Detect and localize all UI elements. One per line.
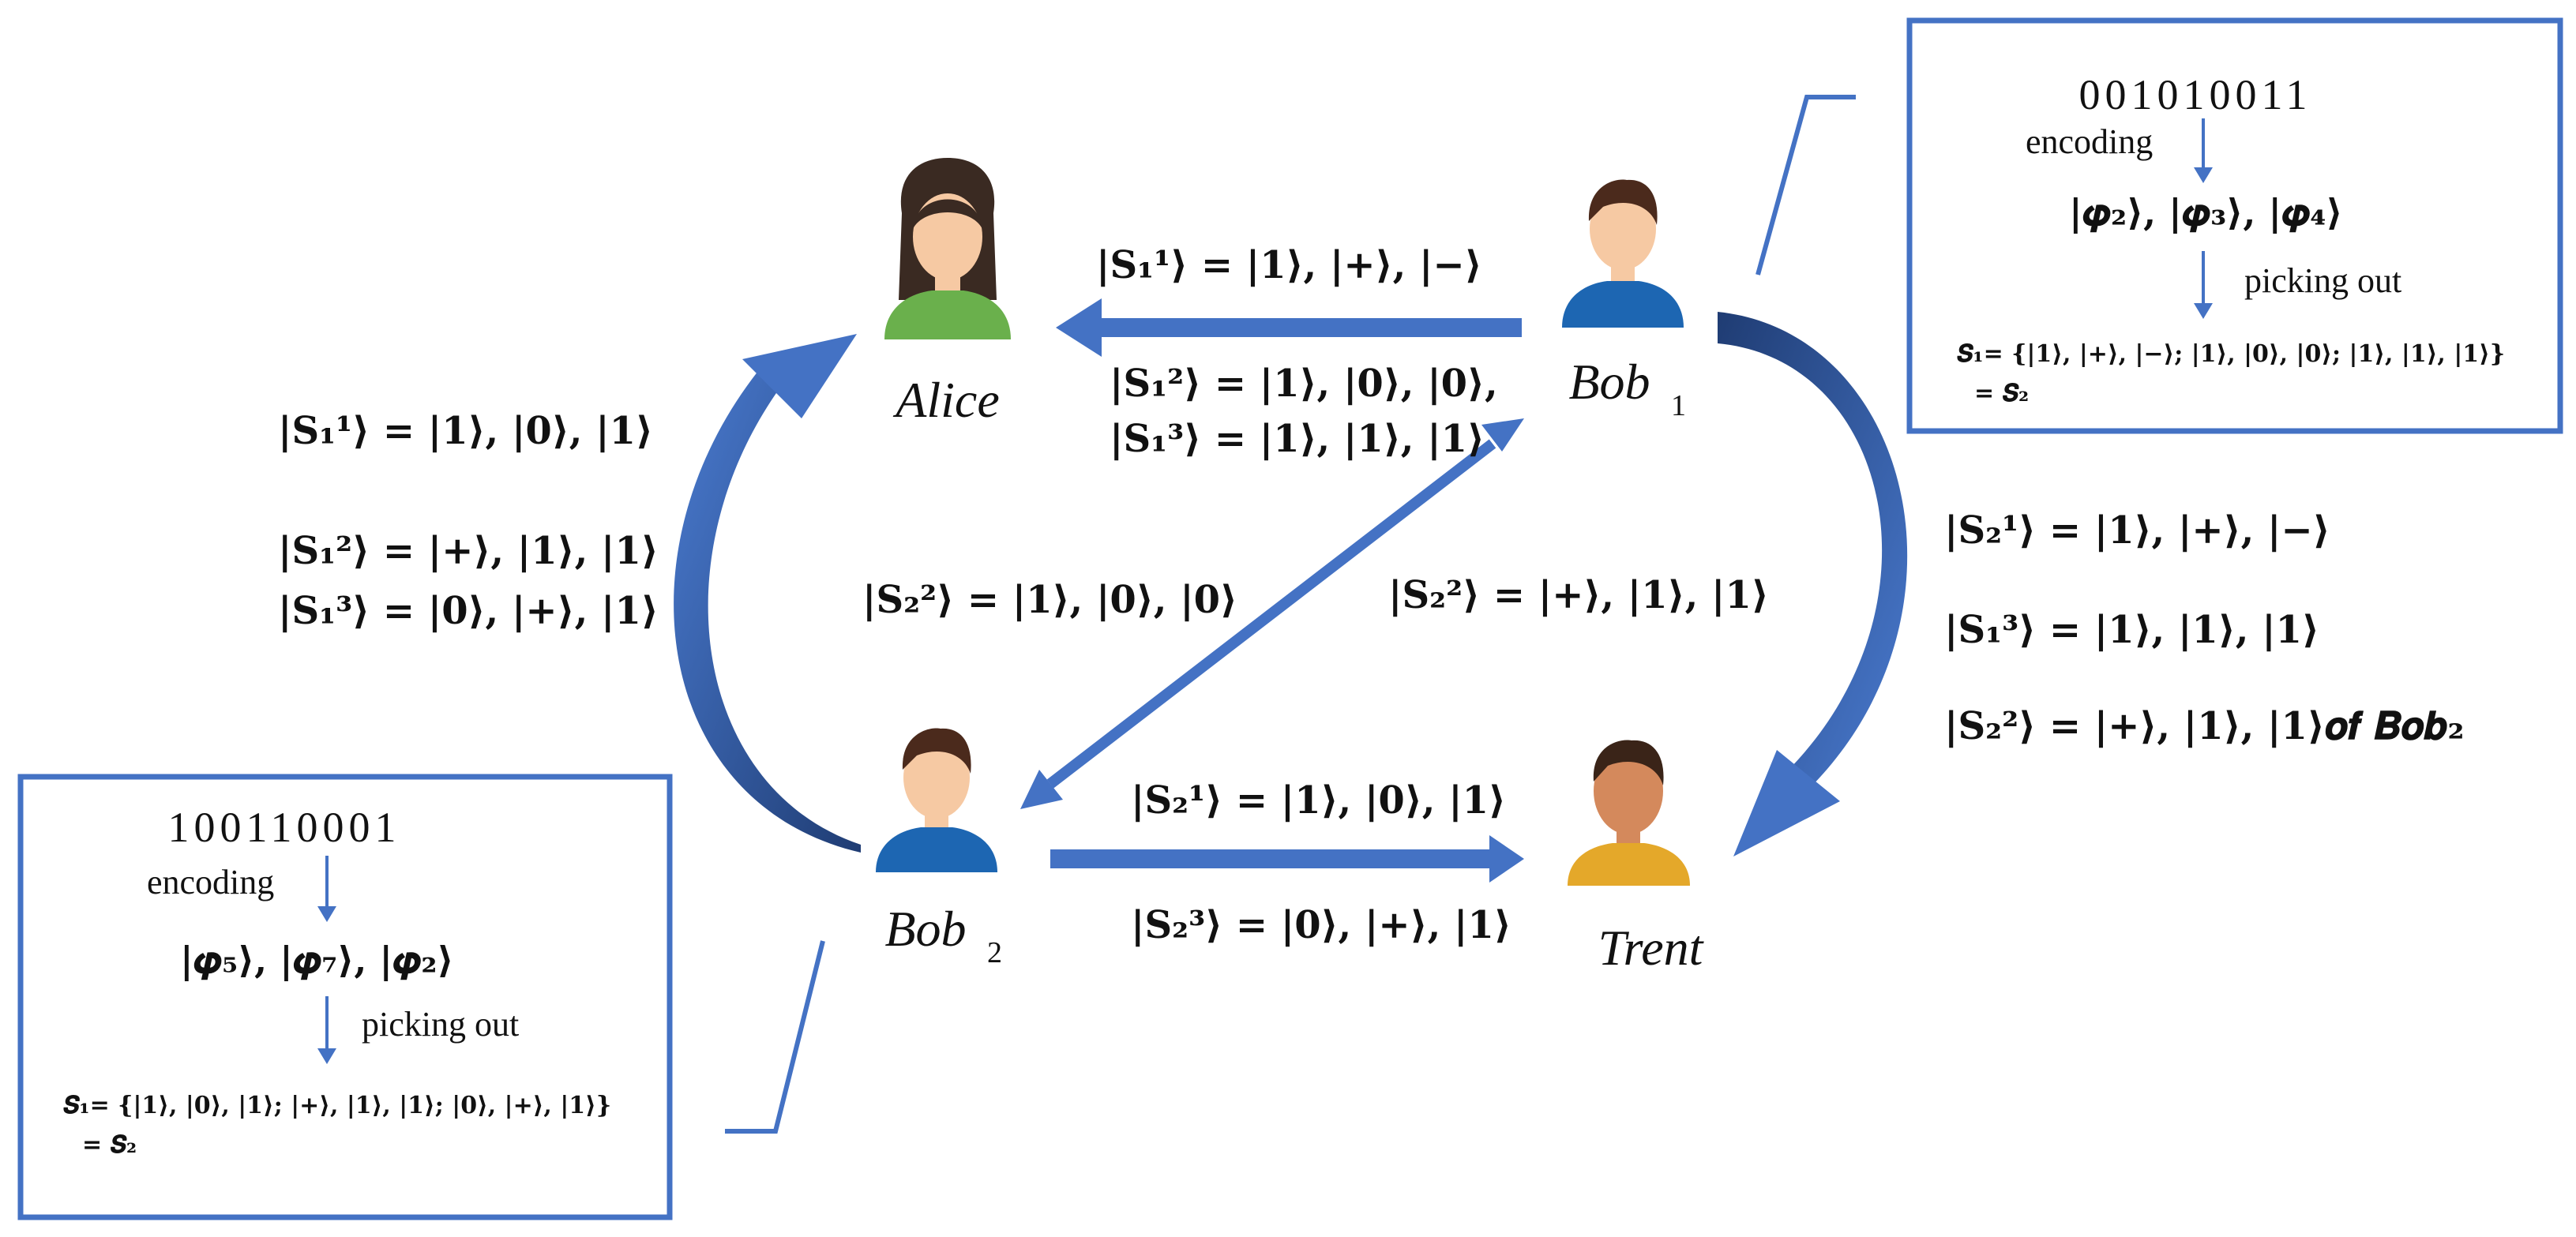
bob1-subscript: 1 [1671,389,1686,422]
arrow-bob1-bob2-diagonal [1020,418,1524,809]
male-user-icon [876,728,997,872]
male-user-icon [1568,740,1690,886]
bob1-callout-line [1756,95,1856,276]
bob1-avatar: Bob 1 [1562,179,1686,422]
bob2-to-alice-label-3: |S₁³⟩ = |𝟎⟩, |+⟩, |𝟏⟩ [278,589,659,633]
bob1-encoded-states: |𝝋₂⟩, |𝝋₃⟩, |𝝋₄⟩ [2069,191,2343,234]
bob1-encoding-arrow-icon [2194,118,2213,183]
male-user-icon [1562,179,1684,328]
bob1-to-trent-label-3: |S₂²⟩ = |+⟩, |𝟏⟩, |𝟏⟩𝒐𝒇 𝑩𝒐𝒃₂ [1944,704,2465,748]
bob2-label: Bob [884,901,966,957]
bob2-to-trent-label-bottom: |S₂³⟩ = |𝟎⟩, |+⟩, |𝟏⟩ [1131,903,1511,947]
bob1-to-trent-label-1: |S₂¹⟩ = |𝟏⟩, |+⟩, |−⟩ [1944,508,2330,553]
bob2-picking-arrow-icon [317,996,336,1064]
trent-avatar: Trent [1568,740,1705,976]
arrow-bob2-to-alice-curved [674,334,861,853]
bob2-to-alice-label-1: |S₁¹⟩ = |𝟏⟩, |𝟎⟩, |𝟏⟩ [278,409,653,453]
bob2-callout-line [725,940,825,1134]
trent-label: Trent [1598,920,1705,976]
bob2-avatar: Bob 2 [876,728,1002,969]
arrow-bob1-to-alice [1056,298,1522,357]
bob2-picking-label: picking out [362,1005,519,1044]
bob2-s2-equal: = 𝑺₂ [82,1131,137,1159]
bob1-picking-arrow-icon [2194,251,2213,319]
arrow-bob2-to-trent [1050,835,1524,883]
bob2-encoded-states: |𝝋₅⟩, |𝝋₇⟩, |𝝋₂⟩ [180,939,454,981]
bob2-to-trent-label-top: |S₂¹⟩ = |𝟏⟩, |𝟎⟩, |𝟏⟩ [1131,778,1506,823]
bob2-to-alice-label-2: |S₁²⟩ = |+⟩, |𝟏⟩, |𝟏⟩ [278,529,659,573]
bob1-to-alice-label-top: |S₁¹⟩ = |𝟏⟩, |+⟩, |−⟩ [1096,243,1482,287]
bob1-encoding-label: encoding [2026,122,2153,161]
bob1-to-bob2-label: |S₂²⟩ = |+⟩, |𝟏⟩, |𝟏⟩ [1388,573,1769,617]
bob1-s1-set: 𝑺₁= {|𝟏⟩, |+⟩, |−⟩; |𝟏⟩, |𝟎⟩, |𝟎⟩; |𝟏⟩, … [1957,340,2505,368]
bob1-to-trent-label-2: |S₁³⟩ = |𝟏⟩, |𝟏⟩, |𝟏⟩ [1944,608,2319,652]
bob2-bit-string: 100110001 [168,804,401,851]
bob1-info-box: 001010011 encoding |𝝋₂⟩, |𝝋₃⟩, |𝝋₄⟩ pick… [1906,17,2563,434]
bob2-to-bob1-label: |S₂²⟩ = |𝟏⟩, |𝟎⟩, |𝟎⟩ [862,578,1237,622]
female-user-icon [884,158,1011,339]
bob1-s2-equal: = 𝑺₂ [1974,380,2029,407]
bob2-info-box: 100110001 encoding |𝝋₅⟩, |𝝋₇⟩, |𝝋₂⟩ pick… [17,774,673,1220]
bob1-bit-string: 001010011 [2079,71,2312,118]
bob1-to-alice-label-bottom-2: |S₁³⟩ = |𝟏⟩, |𝟏⟩, |𝟏⟩ [1110,417,1485,461]
bob2-encoding-arrow-icon [317,856,336,922]
alice-label: Alice [892,372,999,428]
bob1-label: Bob [1568,354,1650,410]
bob2-s1-set: 𝑺₁= {|𝟏⟩, |𝟎⟩, |𝟏⟩; |+⟩, |𝟏⟩, |𝟏⟩; |𝟎⟩, … [63,1092,611,1119]
bob1-picking-label: picking out [2244,261,2401,300]
bob1-to-alice-label-bottom-1: |S₁²⟩ = |𝟏⟩, |𝟎⟩, |𝟎⟩, [1110,362,1498,406]
bob2-subscript: 2 [987,936,1002,969]
arrow-bob1-to-trent-curved [1718,312,1908,857]
alice-avatar: Alice [884,158,1011,428]
bob2-encoding-label: encoding [147,863,274,902]
